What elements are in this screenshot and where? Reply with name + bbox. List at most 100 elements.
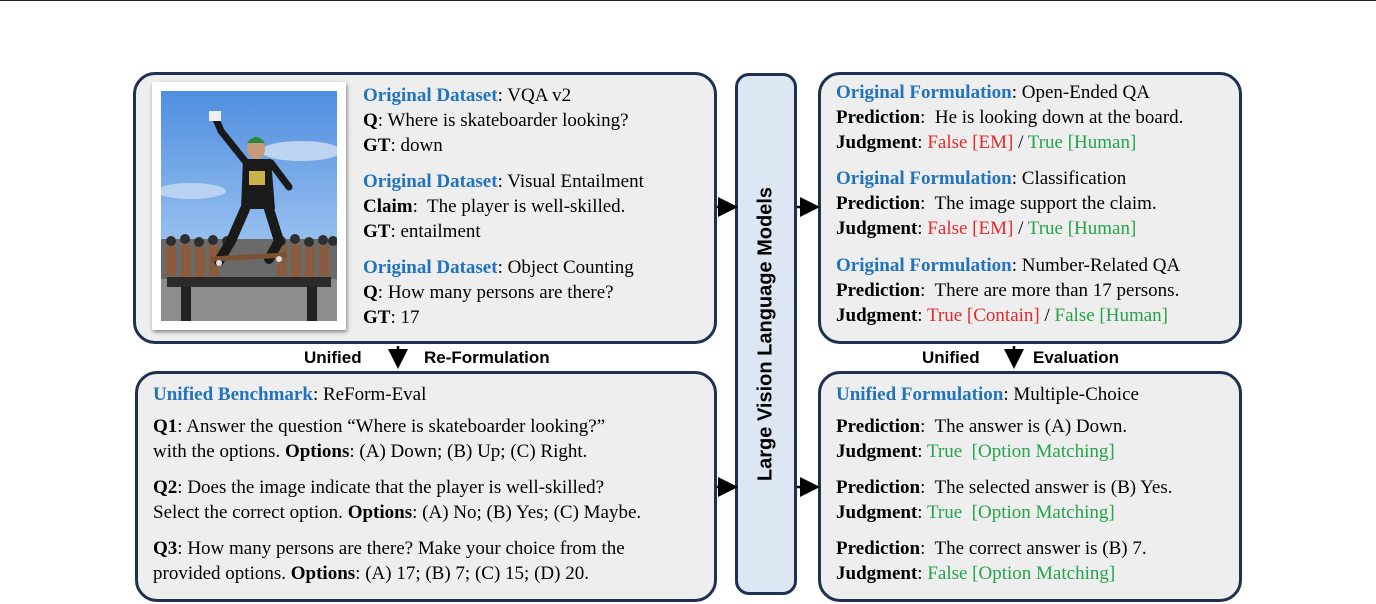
dataset-label: Original Dataset (363, 85, 498, 106)
dataset-1-title: Original Dataset: VQA v2 (363, 85, 572, 106)
q2-line1: Q2: Does the image indicate that the pla… (153, 477, 605, 498)
line-key: GT (363, 135, 391, 156)
dataset-2-claim: Claim: The player is well-skilled. (363, 196, 626, 217)
dataset-1-question: Q: Where is skateboarder looking? (363, 110, 629, 131)
judgment-key: Judgment (836, 502, 918, 523)
line-text: The player is well-skilled. (427, 196, 626, 217)
prediction-text: He is looking down at the board. (934, 107, 1184, 128)
formulation-label: Original Formulation (836, 255, 1012, 276)
dataset-3-title: Original Dataset: Object Counting (363, 257, 634, 278)
line-key: Q (363, 110, 378, 131)
prediction-key: Prediction (836, 107, 921, 128)
line-key: GT (363, 221, 391, 242)
formulation-1-prediction: Prediction: He is looking down at the bo… (836, 107, 1184, 128)
prediction-text: There are more than 17 persons. (934, 280, 1180, 301)
mc-2-prediction: Prediction: The selected answer is (B) Y… (836, 477, 1173, 498)
formulation-1-title: Original Formulation: Open-Ended QA (836, 82, 1150, 103)
judgment-auto: False [EM] (927, 132, 1014, 153)
q1-line1: Q1: Answer the question “Where is skateb… (153, 416, 606, 437)
benchmark-name: ReForm-Eval (322, 384, 427, 405)
line-text: How many persons are there? (387, 282, 614, 303)
question-key: Q3 (153, 538, 178, 559)
judgment-text: False [Option Matching] (927, 563, 1116, 584)
question-key: Q1 (153, 416, 178, 437)
prediction-text: The image support the claim. (934, 193, 1157, 214)
formulation-2-title: Original Formulation: Classification (836, 168, 1127, 189)
judgment-separator: / (1039, 305, 1055, 326)
prediction-key: Prediction (836, 416, 921, 437)
prediction-text: The answer is (A) Down. (934, 416, 1128, 437)
question-text: Answer the question “Where is skateboard… (186, 416, 606, 437)
line-text: down (400, 135, 443, 156)
dataset-3-question: Q: How many persons are there? (363, 282, 614, 303)
judgment-key: Judgment (836, 305, 918, 326)
mc-2-judgment: Judgment: True [Option Matching] (836, 502, 1115, 523)
judgment-separator: / (1013, 132, 1028, 153)
prediction-text: The correct answer is (B) 7. (934, 538, 1147, 559)
prediction-text: The selected answer is (B) Yes. (934, 477, 1173, 498)
question-text: How many persons are there? Make your ch… (187, 538, 625, 559)
original-formulations-panel (818, 72, 1242, 344)
question-text: with the options. (153, 441, 281, 462)
options-key: Options (290, 563, 356, 584)
formulation-name: Classification (1021, 168, 1127, 189)
mc-1-prediction: Prediction: The answer is (A) Down. (836, 416, 1128, 437)
skateboarder-photo (152, 82, 346, 330)
q1-line2: with the options. Options: (A) Down; (B)… (153, 441, 588, 462)
line-text: Where is skateboarder looking? (387, 110, 629, 131)
options-key: Options (347, 502, 413, 523)
dataset-2-gt: GT: entailment (363, 221, 481, 242)
judgment-key: Judgment (836, 441, 918, 462)
formulation-1-judgment: Judgment: False [EM] / True [Human] (836, 132, 1137, 153)
formulation-3-judgment: Judgment: True [Contain] / False [Human] (836, 305, 1168, 326)
skateboarder-photo-image (161, 91, 337, 321)
dataset-2-title: Original Dataset: Visual Entailment (363, 171, 644, 192)
formulation-2-judgment: Judgment: False [EM] / True [Human] (836, 218, 1137, 239)
prediction-key: Prediction (836, 280, 921, 301)
dataset-name: Object Counting (507, 257, 634, 278)
prediction-key: Prediction (836, 193, 921, 214)
formulation-2-prediction: Prediction: The image support the claim. (836, 193, 1157, 214)
dataset-3-gt: GT: 17 (363, 307, 420, 328)
judgment-human: False [Human] (1054, 305, 1168, 326)
dataset-label: Original Dataset (363, 171, 498, 192)
right-unified-label: Unified (922, 348, 980, 367)
q3-line1: Q3: How many persons are there? Make you… (153, 538, 625, 559)
top-rule (0, 0, 1376, 1)
judgment-auto: True [Contain] (926, 305, 1040, 326)
lvlm-block (735, 73, 797, 595)
judgment-separator: / (1013, 218, 1028, 239)
prediction-key: Prediction (836, 538, 921, 559)
unified-formulation-title: Unified Formulation: Multiple-Choice (836, 384, 1139, 405)
options-key: Options (284, 441, 350, 462)
judgment-text: True [Option Matching] (926, 502, 1115, 523)
prediction-key: Prediction (836, 477, 921, 498)
formulation-name: Number-Related QA (1021, 255, 1181, 276)
formulation-3-prediction: Prediction: There are more than 17 perso… (836, 280, 1180, 301)
mc-3-judgment: Judgment: False [Option Matching] (836, 563, 1116, 584)
q3-line2: provided options. Options: (A) 17; (B) 7… (153, 563, 589, 584)
question-text: provided options. (153, 563, 286, 584)
formulation-label: Unified Formulation (836, 384, 1004, 405)
formulation-label: Original Formulation (836, 168, 1012, 189)
judgment-key: Judgment (836, 218, 918, 239)
line-text: entailment (400, 221, 481, 242)
options-text: (A) No; (B) Yes; (C) Maybe. (422, 502, 642, 523)
dataset-label: Original Dataset (363, 257, 498, 278)
options-text: (A) Down; (B) Up; (C) Right. (359, 441, 588, 462)
line-text: 17 (400, 307, 420, 328)
line-key: Claim (363, 196, 413, 217)
formulation-name: Multiple-Choice (1013, 384, 1139, 405)
question-text: Does the image indicate that the player … (187, 477, 605, 498)
benchmark-title: Unified Benchmark: ReForm-Eval (153, 384, 427, 405)
dataset-name: VQA v2 (507, 85, 572, 106)
judgment-auto: False [EM] (927, 218, 1014, 239)
line-key: GT (363, 307, 391, 328)
judgment-key: Judgment (836, 563, 918, 584)
evaluation-label: Evaluation (1033, 348, 1119, 367)
judgment-text: True [Option Matching] (926, 441, 1115, 462)
reformulation-label: Re-Formulation (424, 348, 550, 367)
question-text: Select the correct option. (153, 502, 343, 523)
benchmark-label: Unified Benchmark (153, 384, 313, 405)
